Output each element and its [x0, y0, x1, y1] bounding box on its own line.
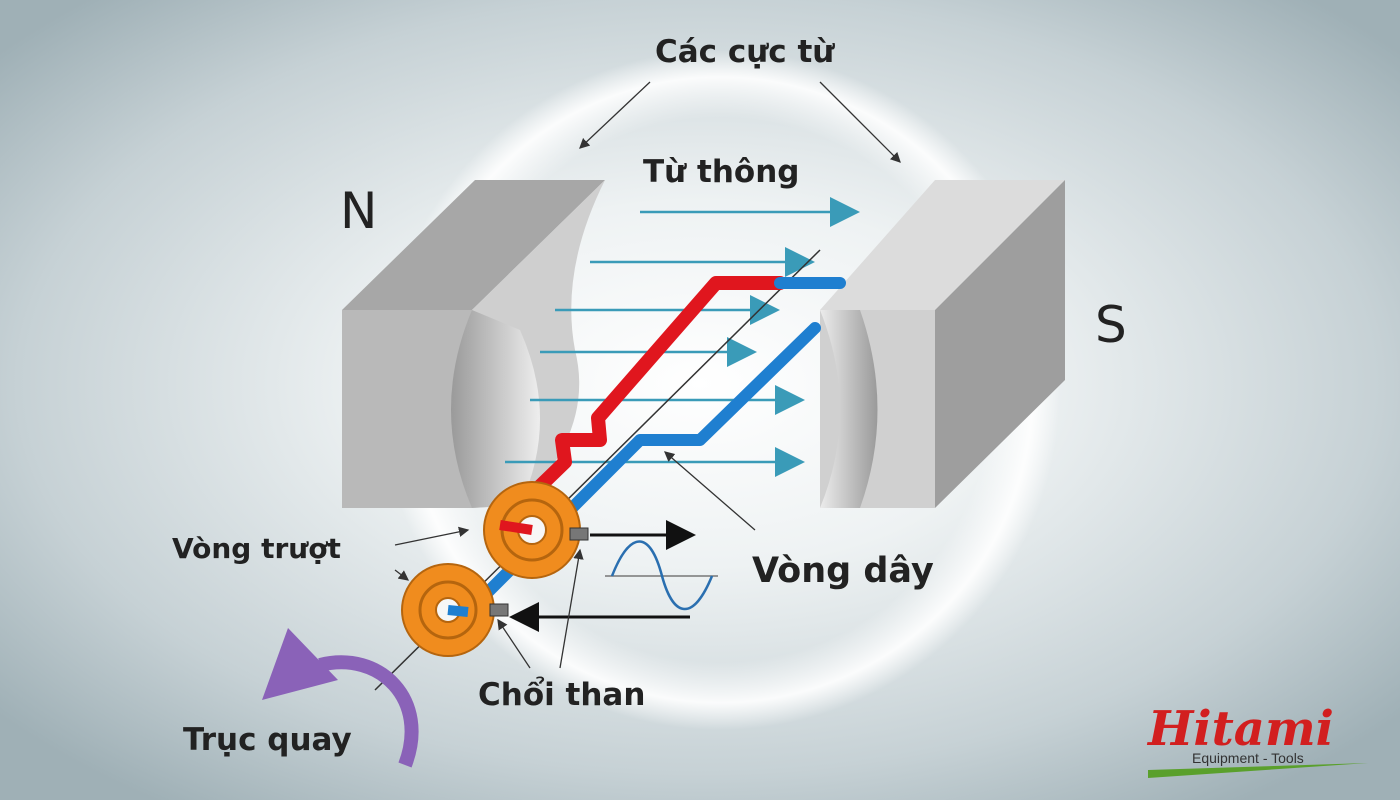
label-magnetic-poles: Các cực từ — [655, 34, 835, 70]
label-magnetic-flux: Từ thông — [643, 154, 799, 190]
label-rotation-axis: Trục quay — [183, 722, 352, 758]
brush-top — [569, 527, 589, 541]
north-magnet — [342, 180, 605, 508]
slip-rings — [401, 481, 581, 657]
brush-bottom — [489, 603, 509, 617]
rotation-arrow-icon — [262, 628, 419, 768]
label-north-pole: N — [340, 182, 377, 240]
logo-tagline: Equipment - Tools — [1192, 750, 1304, 766]
wire-red — [493, 276, 787, 532]
logo-name: Hitami — [1146, 701, 1334, 757]
label-wire-loop: Vòng dây — [752, 551, 934, 591]
sine-wave-icon — [605, 540, 718, 610]
south-magnet — [820, 180, 1065, 508]
label-brushes: Chổi than — [478, 677, 645, 713]
label-slip-rings: Vòng trượt — [172, 532, 341, 565]
pointer-arrows — [394, 81, 901, 669]
hitami-logo: Hitami Equipment - Tools — [1146, 701, 1368, 778]
label-south-pole: S — [1095, 296, 1127, 354]
